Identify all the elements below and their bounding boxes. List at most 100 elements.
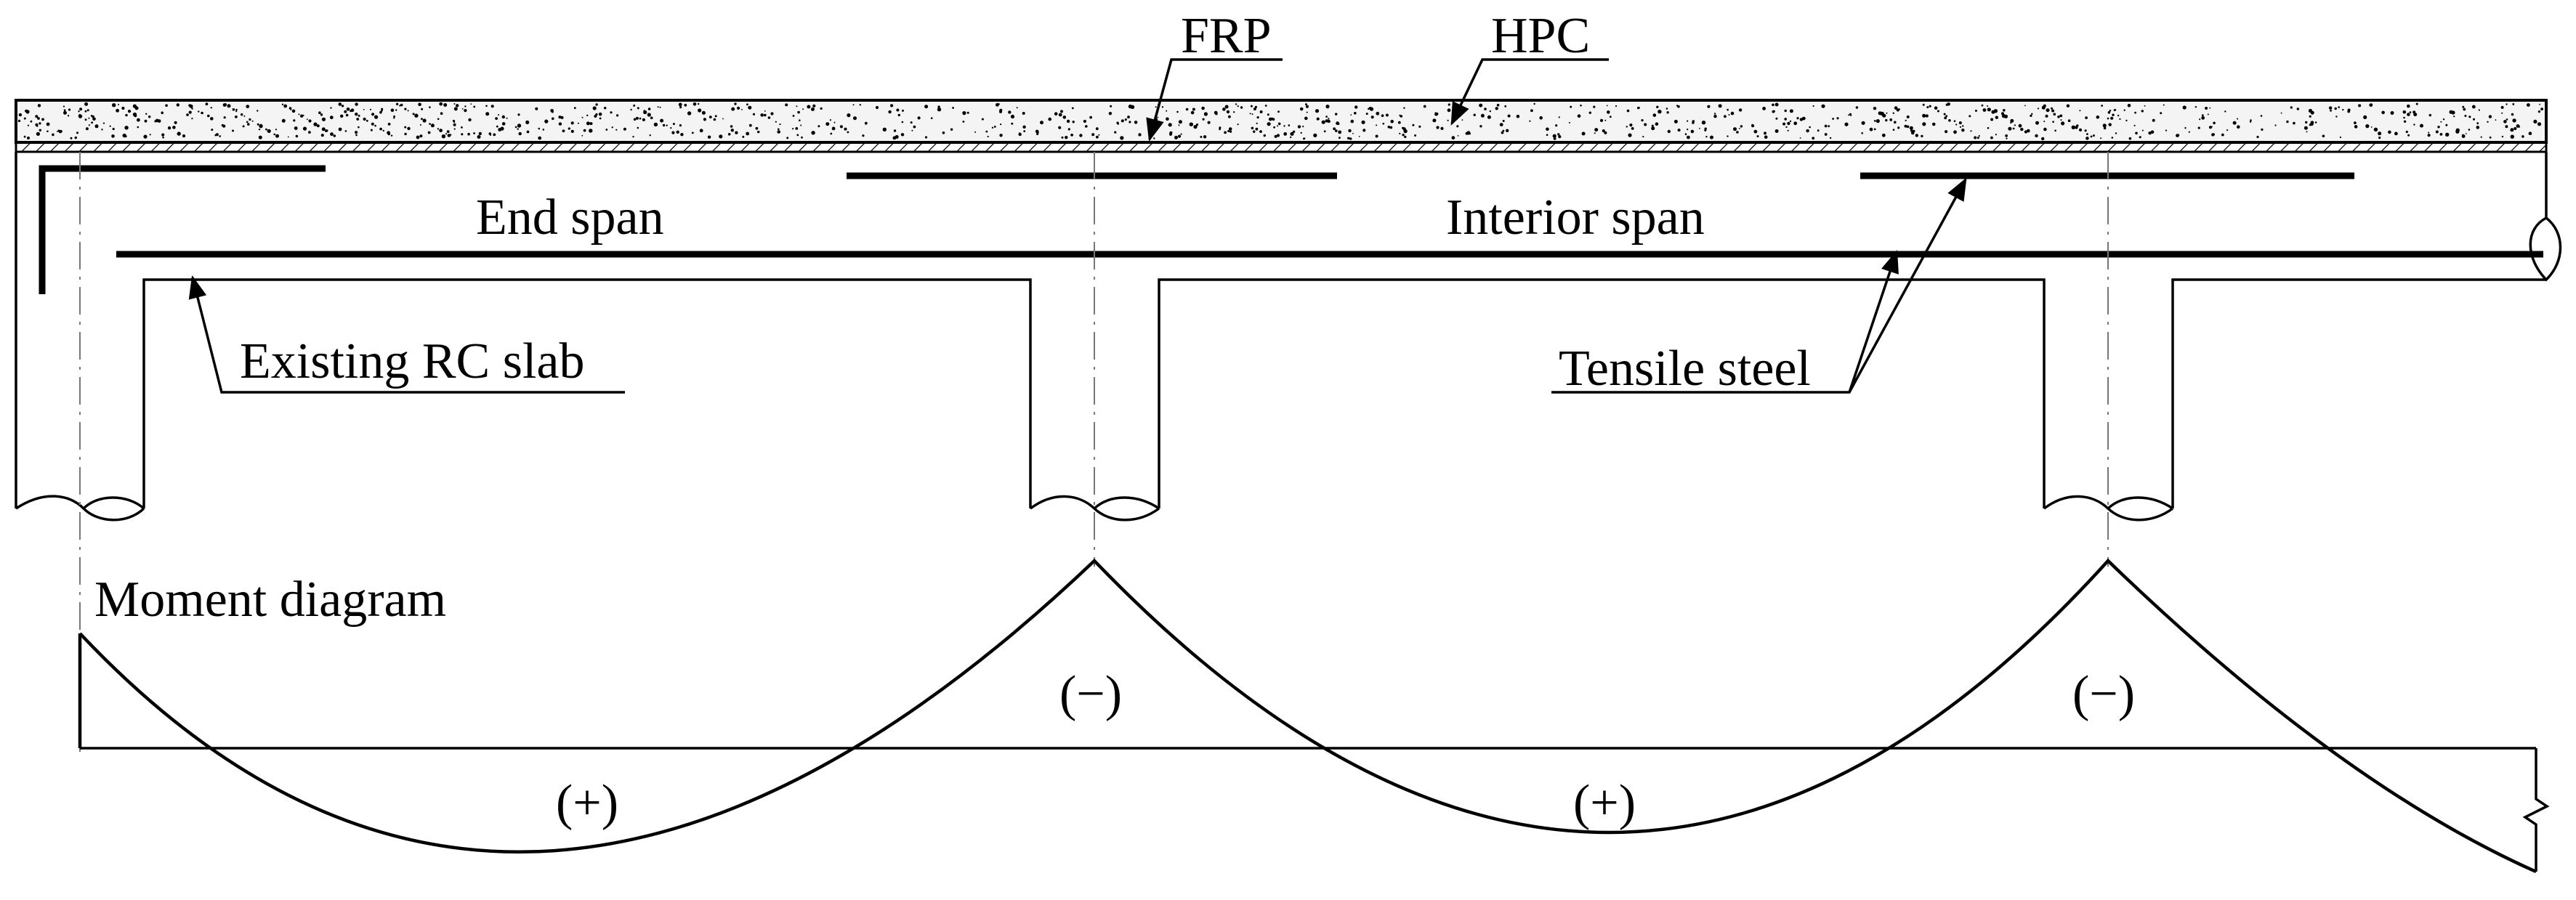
aggregate-dot xyxy=(345,113,349,117)
aggregate-dot xyxy=(176,103,179,107)
aggregate-dot xyxy=(852,104,855,106)
aggregate-dot xyxy=(162,137,164,139)
aggregate-dot xyxy=(47,130,49,133)
aggregate-dot xyxy=(1283,125,1285,127)
aggregate-dot xyxy=(1774,129,1779,133)
aggregate-dot xyxy=(893,129,897,132)
aggregate-dot xyxy=(1832,118,1835,120)
aggregate-dot xyxy=(2079,110,2081,112)
aggregate-dot xyxy=(1226,110,1230,114)
aggregate-dot xyxy=(1256,122,1258,124)
aggregate-dot xyxy=(1230,130,1232,133)
aggregate-dot xyxy=(2442,118,2445,121)
aggregate-dot xyxy=(1626,126,1628,128)
aggregate-dot xyxy=(542,129,545,131)
aggregate-dot xyxy=(243,115,246,117)
aggregate-dot xyxy=(2176,134,2180,137)
aggregate-dot xyxy=(1108,112,1113,115)
aggregate-dot xyxy=(1894,121,1897,124)
aggregate-dot xyxy=(393,115,395,118)
aggregate-dot xyxy=(210,107,212,109)
aggregate-dot xyxy=(1495,107,1498,110)
aggregate-dot xyxy=(755,126,759,130)
aggregate-dot xyxy=(2024,130,2027,134)
aggregate-dot xyxy=(2201,114,2204,117)
aggregate-dot xyxy=(316,124,320,128)
aggregate-dot xyxy=(371,113,375,116)
aggregate-dot xyxy=(897,113,901,117)
aggregate-dot xyxy=(1237,123,1239,126)
aggregate-dot xyxy=(679,124,682,127)
aggregate-dot xyxy=(2061,121,2065,126)
aggregate-dot xyxy=(770,112,774,115)
aggregate-dot xyxy=(2464,115,2467,117)
aggregate-dot xyxy=(2123,109,2125,111)
aggregate-dot xyxy=(1869,127,1873,131)
aggregate-dot xyxy=(1673,119,1678,123)
aggregate-dot xyxy=(2378,137,2381,139)
aggregate-dot xyxy=(610,111,613,114)
aggregate-dot xyxy=(1193,125,1198,129)
aggregate-dot xyxy=(421,108,424,110)
aggregate-dot xyxy=(2134,111,2137,114)
aggregate-dot xyxy=(2506,103,2508,105)
aggregate-dot xyxy=(1606,105,1608,107)
aggregate-dot xyxy=(418,102,421,107)
aggregate-dot xyxy=(2437,126,2440,129)
aggregate-dot xyxy=(1959,126,1961,128)
aggregate-dot xyxy=(1707,105,1711,108)
aggregate-dot xyxy=(1880,111,1884,116)
aggregate-dot xyxy=(1256,116,1259,119)
aggregate-dot xyxy=(2226,129,2229,131)
aggregate-dot xyxy=(2101,105,2104,107)
hpc-layer-outline xyxy=(15,99,2548,144)
aggregate-dot xyxy=(1058,126,1062,129)
aggregate-dot xyxy=(1036,133,1039,136)
aggregate-dot xyxy=(775,121,777,123)
aggregate-dot xyxy=(1180,133,1182,135)
aggregate-dot xyxy=(786,137,789,139)
aggregate-dot xyxy=(1255,127,1259,131)
aggregate-dot xyxy=(1861,132,1863,134)
aggregate-dot xyxy=(2358,104,2362,108)
aggregate-dot xyxy=(859,104,862,106)
aggregate-dot xyxy=(2041,137,2045,141)
aggregate-dot xyxy=(1915,134,1918,137)
aggregate-dot xyxy=(453,128,456,130)
aggregate-dot xyxy=(468,118,472,122)
aggregate-dot xyxy=(1418,125,1421,128)
aggregate-dot xyxy=(1169,131,1173,134)
aggregate-dot xyxy=(1288,124,1291,126)
aggregate-dot xyxy=(1414,134,1417,137)
aggregate-dot xyxy=(633,118,637,121)
aggregate-dot xyxy=(713,118,716,121)
aggregate-dot xyxy=(1987,108,1991,112)
aggregate-dot xyxy=(825,122,830,126)
aggregate-dot xyxy=(318,111,321,114)
aggregate-dot xyxy=(2463,108,2466,111)
aggregate-dot xyxy=(267,129,271,133)
aggregate-dot xyxy=(698,102,700,105)
aggregate-dot xyxy=(2030,114,2032,117)
aggregate-dot xyxy=(1817,129,1820,132)
aggregate-dot xyxy=(1402,127,1406,131)
aggregate-dot xyxy=(137,118,140,122)
aggregate-dot xyxy=(2188,131,2190,133)
aggregate-dot xyxy=(2511,113,2514,116)
aggregate-dot xyxy=(719,134,723,139)
aggregate-dot xyxy=(2373,127,2378,131)
aggregate-dot xyxy=(1339,137,1341,139)
aggregate-dot xyxy=(1978,135,1980,137)
aggregate-dot xyxy=(2054,129,2056,132)
aggregate-dot xyxy=(295,134,299,138)
aggregate-dot xyxy=(1303,137,1305,140)
aggregate-dot xyxy=(1784,118,1787,121)
aggregate-dot xyxy=(205,102,209,106)
aggregate-dot xyxy=(1385,113,1389,117)
aggregate-dot xyxy=(1432,118,1437,123)
aggregate-dot xyxy=(249,118,251,121)
aggregate-dot xyxy=(235,108,238,111)
aggregate-dot xyxy=(1962,125,1964,127)
aggregate-dot xyxy=(2107,117,2109,120)
aggregate-dot xyxy=(344,110,347,113)
